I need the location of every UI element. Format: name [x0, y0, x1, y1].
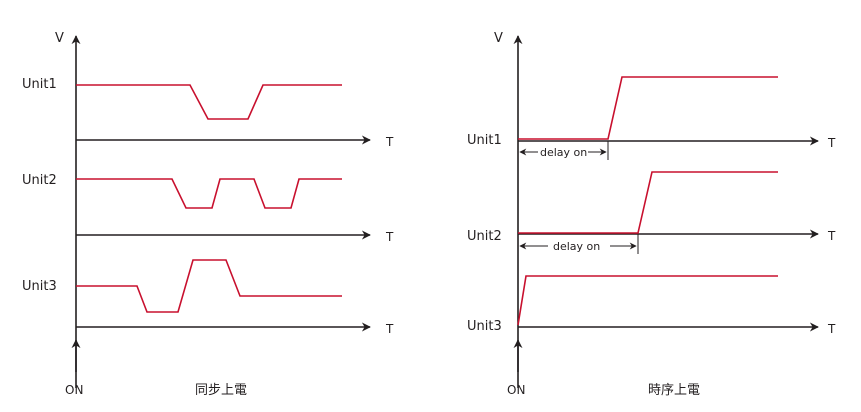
left-unit2-signal	[76, 178, 342, 209]
left-caption: 同步上電	[195, 383, 247, 398]
left-unit2-label: Unit2	[22, 173, 57, 188]
right-unit3-label: Unit3	[467, 319, 502, 334]
left-unit3-label: Unit3	[22, 279, 57, 294]
left-t-label-1: T	[385, 135, 394, 149]
right-delay1-label: delay on	[540, 146, 587, 159]
left-unit1-signal	[76, 84, 342, 120]
right-v-label: V	[494, 31, 503, 46]
right-unit1-signal	[518, 76, 778, 140]
right-on-label: ON	[507, 383, 525, 397]
right-unit2-label: Unit2	[467, 229, 502, 244]
right-unit3-signal	[517, 275, 778, 326]
left-unit3-signal	[76, 259, 342, 313]
right-caption: 時序上電	[648, 383, 700, 398]
left-t-label-2: T	[385, 230, 394, 244]
left-panel: V ON T T T Unit1 Unit2 Unit3 同步上電	[22, 31, 394, 398]
right-delay2-label: delay on	[553, 240, 600, 253]
right-t-label-1: T	[827, 136, 836, 150]
right-panel: V ON T T T Unit1 Unit2 Unit3 delay on de…	[467, 31, 836, 398]
left-unit1-label: Unit1	[22, 77, 57, 92]
left-t-label-3: T	[385, 322, 394, 336]
left-v-label: V	[55, 31, 64, 46]
left-on-label: ON	[65, 383, 83, 397]
right-t-label-3: T	[827, 322, 836, 336]
right-unit2-signal	[518, 171, 778, 234]
right-t-label-2: T	[827, 229, 836, 243]
right-unit1-label: Unit1	[467, 133, 502, 148]
